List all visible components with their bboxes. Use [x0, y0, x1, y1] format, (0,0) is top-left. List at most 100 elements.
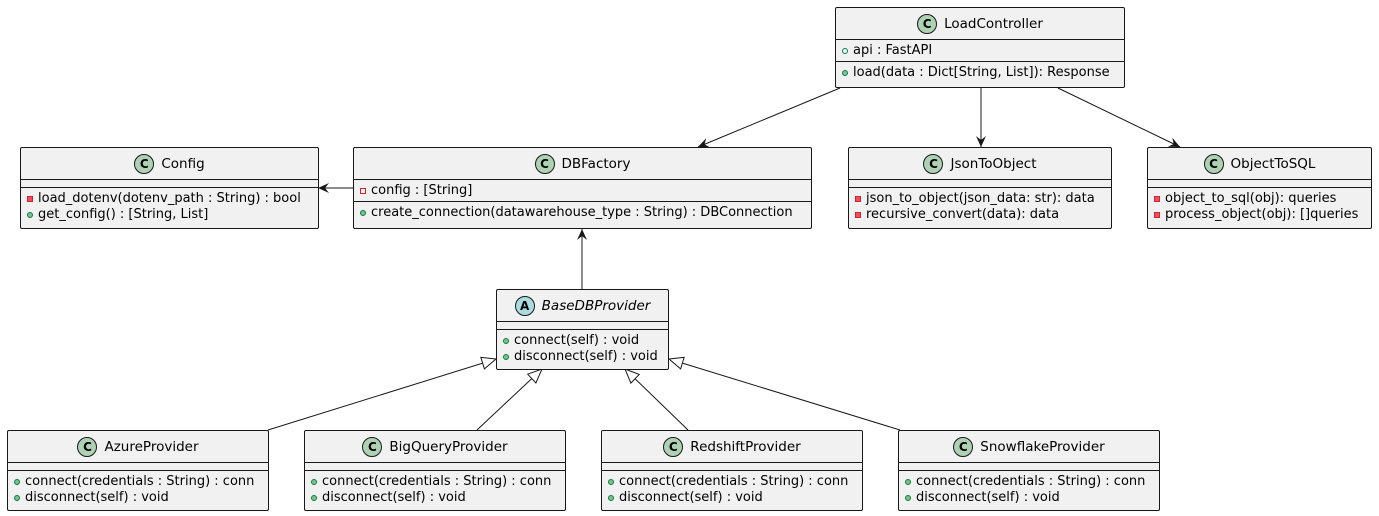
method-row: disconnect(self) : void — [608, 490, 856, 506]
method-row: create_connection(datawarehouse_type : S… — [360, 205, 805, 221]
fields-section — [21, 180, 318, 188]
class-c-icon: C — [663, 436, 684, 457]
fields-section — [899, 463, 1159, 471]
method-row: get_config() : [String, List] — [27, 207, 312, 223]
method-row: connect(credentials : String) : conn — [905, 474, 1153, 490]
class-snowflake-provider[interactable]: C SnowflakeProvider connect(credentials … — [898, 430, 1160, 511]
method-text: disconnect(self) : void — [619, 490, 763, 505]
class-bigquery-provider[interactable]: C BigQueryProvider connect(credentials :… — [304, 430, 566, 511]
public-method-icon — [842, 70, 848, 76]
class-load-controller[interactable]: C LoadController api : FastAPI load(data… — [835, 7, 1125, 88]
method-row: load_dotenv(dotenv_path : String) : bool — [27, 191, 312, 207]
method-text: load_dotenv(dotenv_path : String) : bool — [38, 191, 301, 206]
class-name: RedshiftProvider — [690, 438, 801, 455]
class-name: SnowflakeProvider — [980, 438, 1105, 455]
method-row: disconnect(self) : void — [14, 490, 262, 506]
method-text: connect(credentials : String) : conn — [322, 474, 552, 489]
public-method-icon — [14, 495, 20, 501]
methods-section: connect(credentials : String) : conn dis… — [305, 471, 565, 508]
class-name: AzureProvider — [104, 438, 199, 455]
edge-loadcontroller-objecttosql — [1057, 87, 1181, 148]
field-row: api : FastAPI — [842, 43, 1118, 59]
private-method-icon — [855, 212, 861, 218]
public-method-icon — [360, 210, 366, 216]
class-name: LoadController — [944, 15, 1043, 32]
private-field-icon — [360, 188, 366, 194]
class-base-db-provider[interactable]: A BaseDBProvider connect(self) : void di… — [496, 289, 669, 370]
fields-section — [602, 463, 862, 471]
public-field-icon — [842, 48, 848, 54]
class-db-factory[interactable]: C DBFactory config : [String] create_con… — [353, 147, 812, 229]
private-method-icon — [27, 196, 33, 202]
private-method-icon — [1154, 196, 1160, 202]
methods-section: json_to_object(json_data: str): data rec… — [849, 188, 1111, 225]
public-method-icon — [503, 338, 509, 344]
method-text: disconnect(self) : void — [514, 349, 658, 364]
class-object-to-sql[interactable]: C ObjectToSQL object_to_sql(obj): querie… — [1147, 147, 1372, 229]
fields-section — [8, 463, 268, 471]
method-text: create_connection(datawarehouse_type : S… — [371, 205, 793, 220]
public-method-icon — [608, 479, 614, 485]
method-text: connect(credentials : String) : conn — [619, 474, 849, 489]
fields-section — [497, 322, 668, 330]
edge-azure-base — [267, 359, 496, 431]
class-header: C SnowflakeProvider — [899, 431, 1159, 463]
class-name: BigQueryProvider — [389, 438, 508, 455]
method-row: recursive_convert(data): data — [855, 207, 1105, 223]
method-row: process_object(obj): []queries — [1154, 207, 1365, 223]
class-header: C LoadController — [836, 8, 1124, 40]
class-header: C RedshiftProvider — [602, 431, 862, 463]
class-name: JsonToObject — [950, 155, 1037, 172]
method-row: object_to_sql(obj): queries — [1154, 191, 1365, 207]
method-text: json_to_object(json_data: str): data — [866, 191, 1095, 206]
class-header: A BaseDBProvider — [497, 290, 668, 322]
method-text: connect(credentials : String) : conn — [25, 474, 255, 489]
class-json-to-object[interactable]: C JsonToObject json_to_object(json_data:… — [848, 147, 1112, 229]
class-name: BaseDBProvider — [541, 297, 651, 314]
class-azure-provider[interactable]: C AzureProvider connect(credentials : St… — [7, 430, 269, 511]
method-text: process_object(obj): []queries — [1165, 207, 1359, 222]
public-method-icon — [608, 495, 614, 501]
class-redshift-provider[interactable]: C RedshiftProvider connect(credentials :… — [601, 430, 863, 511]
class-config[interactable]: C Config load_dotenv(dotenv_path : Strin… — [20, 147, 319, 229]
edge-redshift-base — [625, 369, 689, 431]
class-c-icon: C — [362, 436, 383, 457]
class-c-icon: C — [134, 153, 155, 174]
fields-section — [1148, 180, 1371, 188]
class-header: C BigQueryProvider — [305, 431, 565, 463]
method-row: connect(credentials : String) : conn — [14, 474, 262, 490]
edge-bigquery-base — [476, 369, 542, 431]
method-text: connect(self) : void — [514, 333, 640, 348]
public-method-icon — [14, 479, 20, 485]
method-text: disconnect(self) : void — [916, 490, 1060, 505]
class-header: C Config — [21, 148, 318, 180]
method-row: load(data : Dict[String, List]): Respons… — [842, 65, 1118, 81]
public-method-icon — [27, 212, 33, 218]
public-method-icon — [905, 479, 911, 485]
class-header: C AzureProvider — [8, 431, 268, 463]
class-c-icon: C — [534, 153, 555, 174]
public-method-icon — [905, 495, 911, 501]
field-row: config : [String] — [360, 183, 805, 199]
method-row: disconnect(self) : void — [503, 349, 662, 365]
class-c-icon: C — [77, 436, 98, 457]
class-name: Config — [161, 155, 205, 172]
class-c-icon: C — [953, 436, 974, 457]
method-text: object_to_sql(obj): queries — [1165, 191, 1337, 206]
method-row: json_to_object(json_data: str): data — [855, 191, 1105, 207]
fields-section — [305, 463, 565, 471]
methods-section: connect(credentials : String) : conn dis… — [602, 471, 862, 508]
field-text: config : [String] — [371, 183, 473, 198]
methods-section: connect(credentials : String) : conn dis… — [8, 471, 268, 508]
method-row: connect(self) : void — [503, 333, 662, 349]
class-c-icon: C — [923, 153, 944, 174]
methods-section: load_dotenv(dotenv_path : String) : bool… — [21, 188, 318, 225]
public-method-icon — [311, 495, 317, 501]
edge-snowflake-base — [669, 359, 901, 431]
class-header: C ObjectToSQL — [1148, 148, 1371, 180]
private-method-icon — [855, 196, 861, 202]
method-text: get_config() : [String, List] — [38, 207, 209, 222]
class-header: C JsonToObject — [849, 148, 1111, 180]
class-header: C DBFactory — [354, 148, 811, 180]
methods-section: load(data : Dict[String, List]): Respons… — [836, 62, 1124, 83]
